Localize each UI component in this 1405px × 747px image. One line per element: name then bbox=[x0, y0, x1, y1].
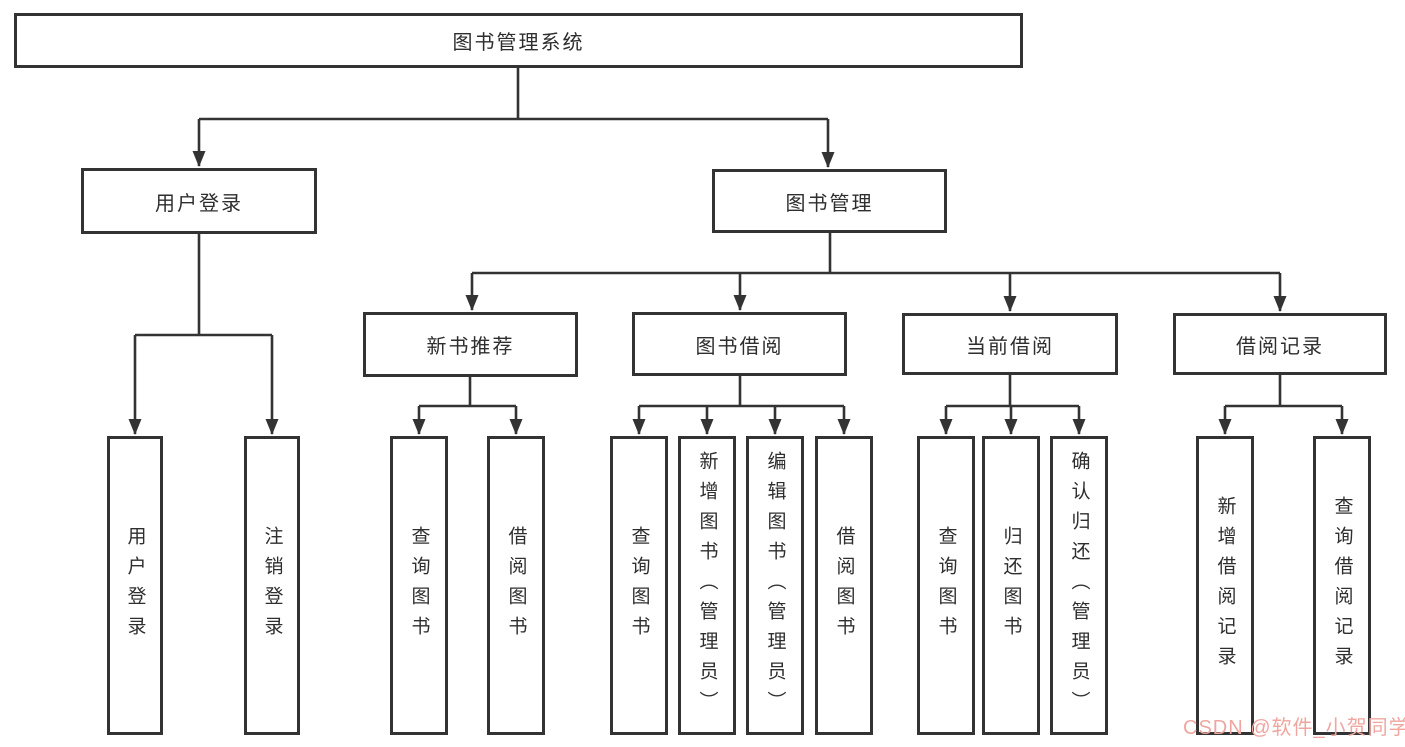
node-label: 用户登录 bbox=[124, 525, 146, 646]
node-label: 图书管理 bbox=[785, 192, 874, 215]
leaf-borrow-books: 借阅图书 bbox=[815, 436, 873, 735]
node-current-borrow: 当前借阅 bbox=[902, 313, 1118, 375]
node-label: 借阅图书 bbox=[833, 525, 855, 646]
leaf-add-books-admin: 新增图书（管理员） bbox=[678, 436, 736, 735]
node-label: 借阅记录 bbox=[1236, 335, 1324, 358]
leaf-query-books-borrow: 查询图书 bbox=[610, 436, 668, 735]
node-book-management: 图书管理 bbox=[712, 169, 947, 233]
connector-current-borrow-children bbox=[939, 375, 1086, 435]
leaf-logout: 注销登录 bbox=[244, 436, 300, 735]
leaf-confirm-return-admin: 确认归还（管理员） bbox=[1050, 436, 1108, 735]
csdn-watermark: CSDN @软件_小贺同学 bbox=[1183, 717, 1405, 739]
node-label: 查询图书 bbox=[408, 525, 430, 646]
node-user-login: 用户登录 bbox=[81, 168, 317, 234]
node-book-borrow: 图书借阅 bbox=[632, 312, 847, 376]
leaf-add-borrow-record: 新增借阅记录 bbox=[1196, 436, 1254, 735]
node-label: 图书借阅 bbox=[695, 335, 784, 358]
leaf-borrow-books-recommend: 借阅图书 bbox=[487, 436, 545, 735]
connector-new-book-children bbox=[412, 377, 523, 435]
leaf-query-books-current: 查询图书 bbox=[917, 436, 975, 735]
node-label: 图书管理系统 bbox=[452, 32, 585, 54]
node-label: 新书推荐 bbox=[426, 336, 515, 358]
node-new-book-recommend: 新书推荐 bbox=[363, 312, 578, 377]
connector-book-management-children bbox=[465, 233, 1287, 312]
leaf-return-books: 归还图书 bbox=[982, 436, 1040, 735]
leaf-query-books-recommend: 查询图书 bbox=[390, 436, 448, 735]
node-label: 新增图书（管理员） bbox=[696, 450, 718, 721]
node-label: 借阅图书 bbox=[505, 525, 527, 646]
leaf-user-login: 用户登录 bbox=[107, 436, 163, 735]
connector-book-borrow-children bbox=[632, 376, 851, 435]
connector-borrow-records-children bbox=[1218, 375, 1349, 435]
connector-user-login-children bbox=[128, 234, 279, 435]
node-label: 当前借阅 bbox=[966, 335, 1054, 358]
node-label: 确认归还（管理员） bbox=[1068, 450, 1090, 721]
connector-root-to-level1 bbox=[192, 68, 835, 168]
node-borrow-records: 借阅记录 bbox=[1173, 313, 1387, 375]
node-label: 编辑图书（管理员） bbox=[764, 450, 786, 721]
node-root-system: 图书管理系统 bbox=[14, 13, 1023, 68]
node-label: 归还图书 bbox=[1000, 525, 1022, 646]
node-label: 查询借阅记录 bbox=[1331, 495, 1353, 676]
leaf-query-borrow-record: 查询借阅记录 bbox=[1313, 436, 1371, 735]
leaf-edit-books-admin: 编辑图书（管理员） bbox=[746, 436, 804, 735]
node-label: 用户登录 bbox=[155, 192, 243, 215]
node-label: 查询图书 bbox=[628, 525, 650, 646]
node-label: 新增借阅记录 bbox=[1214, 495, 1236, 676]
node-label: 注销登录 bbox=[261, 525, 283, 646]
node-label: 查询图书 bbox=[935, 525, 957, 646]
